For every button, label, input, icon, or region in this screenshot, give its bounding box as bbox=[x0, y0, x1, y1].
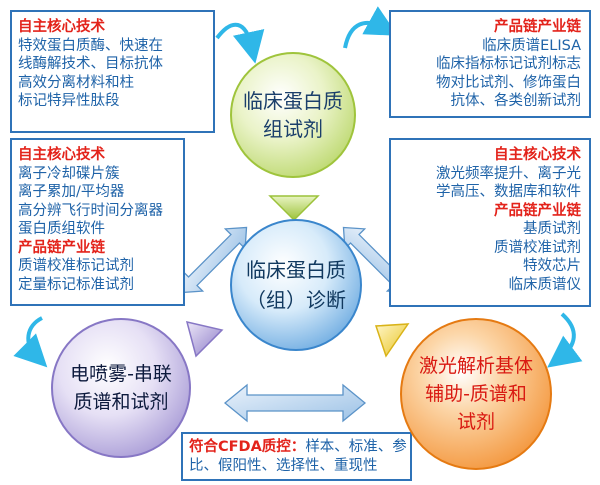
box-line: 质谱校准试剂 bbox=[494, 239, 581, 256]
circle-label: 临床蛋白质 （组）诊断 bbox=[246, 258, 346, 312]
box-line: 学高压、数据库和软件 bbox=[436, 184, 581, 200]
box-line: 离子累加/平均器 bbox=[18, 184, 125, 200]
core-tech-box-top-left: 自主核心技术 特效蛋白质酶、快速在 线酶解技术、目标抗体 高效分离材料和柱 标记… bbox=[10, 10, 215, 133]
core-tech-box-mid-right: 自主核心技术 激光频率提升、离子光 学高压、数据库和软件 产品链产业链 基质试剂… bbox=[389, 138, 591, 307]
yellow-pointer bbox=[374, 323, 410, 358]
box-heading: 产品链产业链 bbox=[494, 202, 581, 219]
box-heading: 自主核心技术 bbox=[494, 147, 581, 163]
box-line: 高分辨飞行时间分离器 bbox=[18, 202, 163, 219]
cfda-text: 样本、标准、参 bbox=[305, 439, 407, 455]
box-line: 线酶解技术、目标抗体 bbox=[18, 56, 163, 72]
arrow-horizontal bbox=[223, 383, 367, 423]
circle-esi-ms: 电喷雾-串联 质谱和试剂 bbox=[51, 318, 191, 458]
box-line: 临床质谱仪 bbox=[508, 276, 582, 293]
box-heading: 自主核心技术 bbox=[18, 147, 105, 163]
circle-maldi-ms: 激光解析基体 辅助-质谱和 试剂 bbox=[400, 318, 552, 470]
circle-label: 电喷雾-串联 质谱和试剂 bbox=[70, 363, 172, 413]
curve-arrow-ml bbox=[13, 316, 48, 368]
green-pointer bbox=[268, 195, 320, 222]
circle-clinical-proteome-diagnosis: 临床蛋白质 （组）诊断 bbox=[230, 219, 362, 351]
cfda-label: 符合CFDA质控： bbox=[189, 439, 306, 455]
box-heading: 自主核心技术 bbox=[18, 19, 105, 35]
box-line: 定量标记标准试剂 bbox=[18, 276, 134, 293]
product-chain-box-top-right: 产品链产业链 临床质谱ELISA 临床指标标记试剂标志 物对比试剂、修饰蛋白 抗… bbox=[389, 10, 591, 118]
curve-arrow-tl bbox=[215, 22, 265, 64]
box-heading: 产品链产业链 bbox=[494, 19, 581, 35]
purple-pointer bbox=[185, 320, 224, 358]
box-line: 临床质谱ELISA bbox=[482, 37, 581, 54]
box-line: 激光频率提升、离子光 bbox=[436, 165, 581, 182]
cfda-text: 比、假阳性、选择性、重现性 bbox=[189, 457, 378, 474]
cfda-qc-box: 符合CFDA质控：样本、标准、参 比、假阳性、选择性、重现性 bbox=[181, 432, 412, 481]
core-tech-box-mid-left: 自主核心技术 离子冷却碟片簇 离子累加/平均器 高分辨飞行时间分离器 蛋白质组软… bbox=[10, 138, 185, 306]
circle-label: 激光解析基体 辅助-质谱和 试剂 bbox=[418, 355, 533, 433]
box-line: 标记特异性肽段 bbox=[18, 93, 120, 109]
box-line: 特效芯片 bbox=[523, 258, 581, 274]
box-line: 蛋白质组软件 bbox=[18, 221, 105, 237]
curve-arrow-mr bbox=[547, 312, 583, 368]
box-line: 基质试剂 bbox=[523, 221, 581, 237]
box-heading: 产品链产业链 bbox=[18, 239, 105, 256]
box-line: 抗体、各类创新试剂 bbox=[450, 93, 582, 109]
curve-arrow-tr bbox=[343, 6, 398, 49]
box-line: 特效蛋白质酶、快速在 bbox=[18, 37, 163, 54]
circle-clinical-proteome-reagent: 临床蛋白质 组试剂 bbox=[230, 52, 356, 178]
box-line: 临床指标标记试剂标志 bbox=[436, 56, 581, 72]
box-line: 离子冷却碟片簇 bbox=[18, 165, 120, 182]
circle-label: 临床蛋白质 组试剂 bbox=[243, 89, 343, 141]
box-line: 物对比试剂、修饰蛋白 bbox=[436, 74, 581, 91]
box-line: 质谱校准标记试剂 bbox=[18, 258, 134, 274]
box-line: 高效分离材料和柱 bbox=[18, 74, 134, 91]
